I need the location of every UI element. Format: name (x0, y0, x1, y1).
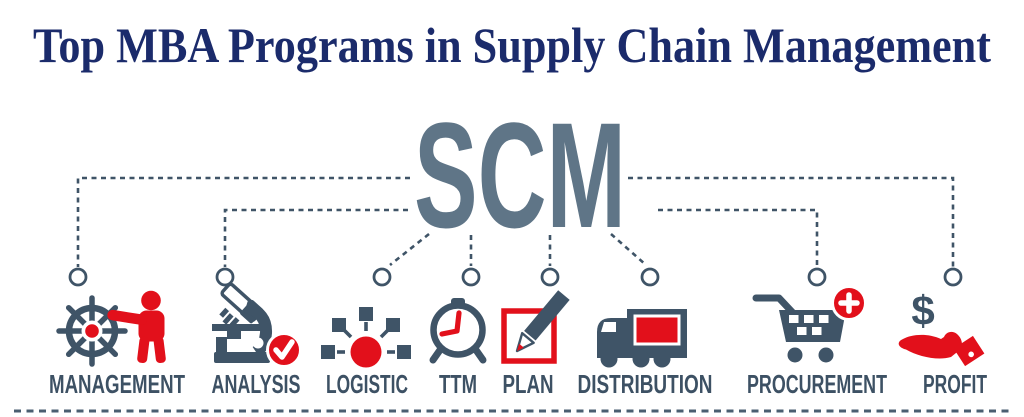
label-procurement: PROCUREMENT (747, 369, 887, 399)
truck-icon (597, 309, 687, 368)
connector-profit (628, 176, 955, 267)
pencil-icon (515, 290, 570, 353)
alarm-clock-icon (429, 298, 487, 364)
label-ttm: TTM (439, 369, 477, 399)
label-analysis: ANALYSIS (212, 369, 301, 399)
label-profit: PROFIT (923, 369, 987, 399)
dollar-hand-icon: $ (898, 287, 985, 367)
connector-distribution (610, 233, 647, 266)
dollar-sign: $ (911, 287, 934, 334)
node-circles (68, 267, 963, 287)
node-circle-analysis (215, 267, 235, 287)
label-plan: PLAN (503, 369, 554, 399)
label-management: MANAGEMENT (49, 369, 185, 399)
shopping-cart-icon (752, 285, 867, 363)
item-labels: MANAGEMENT ANALYSIS LOGISTIC TTM PLAN DI… (49, 369, 987, 399)
connector-procurement (658, 208, 819, 267)
scm-text: SCM (414, 91, 626, 259)
node-circle-distribution (640, 267, 660, 287)
connector-logistic (389, 232, 430, 267)
check-badge-icon (266, 332, 302, 368)
label-logistic: LOGISTIC (326, 369, 408, 399)
node-circle-management (68, 267, 88, 287)
connector-analysis (223, 208, 408, 267)
node-circle-ttm (461, 267, 481, 287)
person-icon (107, 290, 166, 363)
plan-icon (501, 290, 570, 364)
microscope-icon (212, 282, 302, 368)
node-circle-logistic (372, 267, 392, 287)
label-distribution: DISTRIBUTION (578, 369, 713, 399)
node-circle-profit (943, 267, 963, 287)
ship-wheel-icon (56, 295, 128, 367)
connector-lines (76, 176, 955, 267)
connector-management (76, 176, 410, 267)
node-circle-plan (540, 267, 560, 287)
plus-badge-icon (831, 285, 867, 321)
hub-network-icon (321, 307, 411, 368)
node-circle-procurement (807, 267, 827, 287)
page-title: Top MBA Programs in Supply Chain Managem… (33, 17, 991, 73)
